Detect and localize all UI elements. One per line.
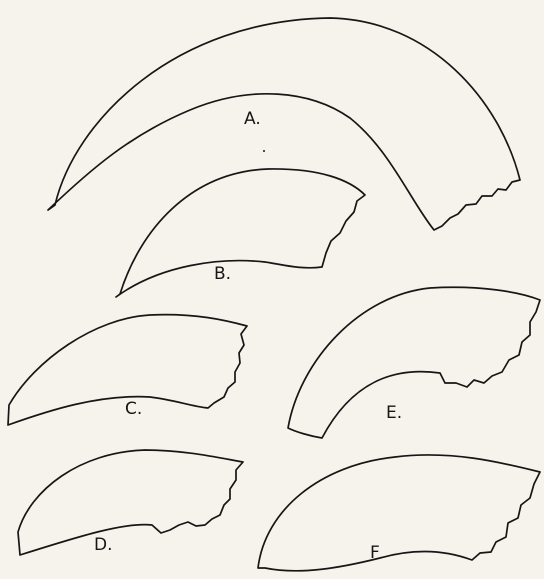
label-e: E. (386, 403, 402, 423)
claw-b-outline (116, 169, 365, 297)
label-d: D. (94, 535, 113, 555)
label-b: B. (214, 264, 231, 284)
label-f: F (370, 543, 380, 563)
ink-dot (263, 150, 265, 152)
claw-b: B. (116, 169, 365, 297)
label-a: A. (244, 109, 261, 129)
claw-e-outline (288, 287, 540, 438)
claw-e: E. (288, 287, 540, 438)
claw-d: D. (18, 450, 243, 555)
claw-f: F (258, 455, 540, 571)
claw-a: A. (48, 18, 520, 230)
claw-c: C. (8, 315, 247, 425)
label-c: C. (125, 399, 142, 419)
claw-d-outline (18, 450, 243, 555)
claw-f-outline (258, 455, 540, 571)
claw-a-outline (48, 18, 520, 230)
